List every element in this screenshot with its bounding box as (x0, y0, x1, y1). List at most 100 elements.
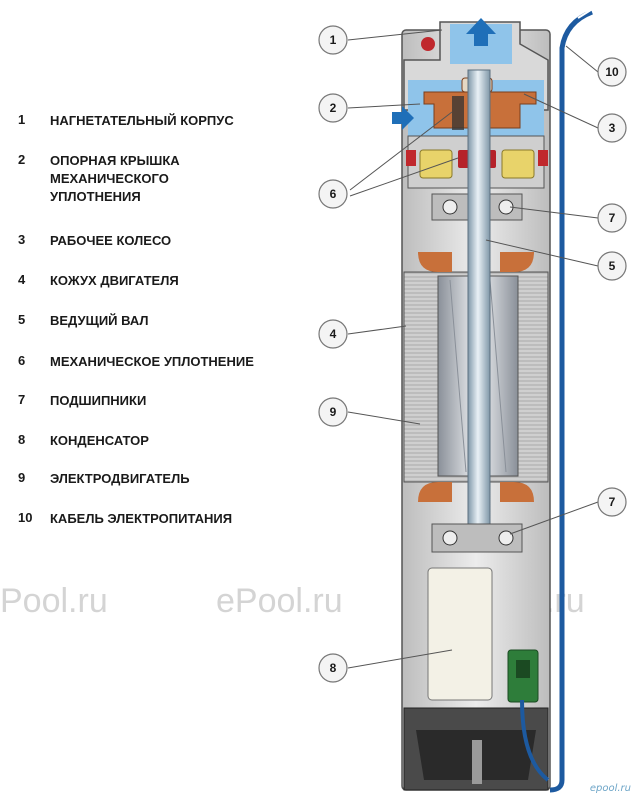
callout-number: 7 (609, 495, 616, 509)
legend-number: 9 (18, 470, 26, 485)
leader-5 (485, 239, 599, 267)
callout-markers: 1 2 3 4 5 6 7 7 8 9 10 (318, 25, 627, 683)
callout-marker: 5 (597, 251, 627, 281)
legend-label: ЭЛЕКТРОДВИГАТЕЛЬ (50, 471, 190, 486)
callout-number: 10 (605, 65, 619, 79)
callout-circle (318, 319, 348, 349)
seal-red-left (406, 150, 416, 166)
callout-circle (318, 397, 348, 427)
callout-marker: 2 (318, 93, 348, 123)
leader-4 (347, 325, 407, 335)
callout-circle (597, 251, 627, 281)
legend-number: 8 (18, 432, 26, 447)
mechanical-seal-upper (452, 96, 464, 130)
capacitor (427, 567, 493, 701)
legend-row: 8 КОНДЕНСАТОР (18, 432, 149, 450)
legend-row: 9 ЭЛЕКТРОДВИГАТЕЛЬ (18, 470, 190, 488)
winding-bottom-left (418, 482, 452, 502)
callout-marker: 6 (318, 179, 348, 209)
legend-label: МЕХАНИЧЕСКОЕ УПЛОТНЕНИЕ (50, 354, 254, 369)
callout-circle (318, 25, 348, 55)
callout-marker: 10 (597, 57, 627, 87)
legend-label: ОПОРНАЯ КРЫШКА МЕХАНИЧЕСКОГО УПЛОТНЕНИЯ (50, 153, 180, 204)
leader-7-lower (509, 501, 599, 535)
lower-bearing-ball-right (498, 530, 514, 546)
legend-number: 7 (18, 392, 26, 407)
legend-row: 2 ОПОРНАЯ КРЫШКА МЕХАНИЧЕСКОГО УПЛОТНЕНИЯ (18, 152, 210, 206)
oil-chamber-right (501, 149, 535, 179)
callout-marker: 3 (597, 113, 627, 143)
oil-chamber-left (419, 149, 453, 179)
callout-number: 6 (330, 187, 337, 201)
legend-row: 1 НАГНЕТАТЕЛЬНЫЙ КОРПУС (18, 112, 234, 130)
legend: 1 НАГНЕТАТЕЛЬНЫЙ КОРПУС 2 ОПОРНАЯ КРЫШКА МЕ… (0, 0, 300, 560)
upper-bearing-ball-left (442, 199, 458, 215)
callout-number: 3 (609, 121, 616, 135)
leader-lines (347, 29, 599, 669)
callout-marker: 8 (318, 653, 348, 683)
lower-bearing-ball-left (442, 530, 458, 546)
leader-8 (347, 649, 453, 669)
top-red-plug (421, 37, 435, 51)
legend-label: КАБЕЛЬ ЭЛЕКТРОПИТАНИЯ (50, 511, 233, 526)
callout-number: 1 (330, 33, 337, 47)
legend-number: 3 (18, 232, 26, 247)
leader-1 (347, 29, 443, 41)
legend-label: ПОДШИПНИКИ (50, 393, 147, 408)
legend-label: ВЕДУЩИЙ ВАЛ (50, 313, 149, 328)
terminal-block-slot (516, 660, 530, 678)
power-cable (549, 9, 593, 793)
drive-shaft (467, 69, 491, 541)
winding-top-left (418, 252, 452, 272)
legend-row: 7 ПОДШИПНИКИ (18, 392, 146, 410)
legend-number: 4 (18, 272, 26, 287)
corner-stamp: epool.ru (589, 783, 631, 794)
leader-6a (349, 111, 453, 191)
legend-label: КОЖУХ ДВИГАТЕЛЯ (50, 273, 179, 288)
power-cable-inner (520, 699, 550, 782)
legend-row: 5 ВЕДУЩИЙ ВАЛ (18, 312, 149, 330)
leader-10 (565, 45, 599, 73)
callout-circle (318, 179, 348, 209)
leader-3 (523, 93, 599, 129)
legend-row: 3 РАБОЧЕЕ КОЛЕСО (18, 232, 171, 250)
seal-red-right (538, 150, 548, 166)
rotor-bar-1 (449, 279, 467, 473)
callout-circle (597, 487, 627, 517)
legend-row: 4 КОЖУХ ДВИГАТЕЛЯ (18, 272, 179, 290)
legend-label: РАБОЧЕЕ КОЛЕСО (50, 233, 172, 248)
legend-label: НАГНЕТАТЕЛЬНЫЙ КОРПУС (50, 113, 234, 128)
rotor-bar-3 (489, 279, 507, 473)
base-screw (472, 740, 482, 784)
winding-bottom-right (500, 482, 534, 502)
legend-row: 10 КАБЕЛЬ ЭЛЕКТРОПИТАНИЯ (18, 510, 232, 528)
winding-top-right (500, 252, 534, 272)
callout-number: 8 (330, 661, 337, 675)
legend-number: 5 (18, 312, 26, 327)
callout-number: 9 (330, 405, 337, 419)
callout-number: 7 (609, 211, 616, 225)
leader-7-upper (509, 206, 599, 219)
callout-circle (597, 113, 627, 143)
leader-9 (347, 411, 421, 425)
legend-number: 1 (18, 112, 26, 127)
legend-number: 10 (18, 510, 33, 525)
legend-number: 6 (18, 353, 26, 368)
callout-circle (597, 203, 627, 233)
callout-marker: 7 (597, 487, 627, 517)
outlet-arrow-icon (466, 18, 496, 46)
callout-marker: 7 (597, 203, 627, 233)
callout-circle (597, 57, 627, 87)
leader-2 (347, 103, 421, 109)
legend-number: 2 (18, 152, 26, 167)
callout-circle (318, 93, 348, 123)
callout-number: 4 (330, 327, 337, 341)
leader-6b (349, 157, 459, 197)
callout-circle (318, 653, 348, 683)
inlet-arrow-icon (392, 106, 414, 130)
callout-marker: 9 (318, 397, 348, 427)
legend-label: КОНДЕНСАТОР (50, 433, 149, 448)
cable-end-white (577, 7, 595, 19)
callout-number: 5 (609, 259, 616, 273)
